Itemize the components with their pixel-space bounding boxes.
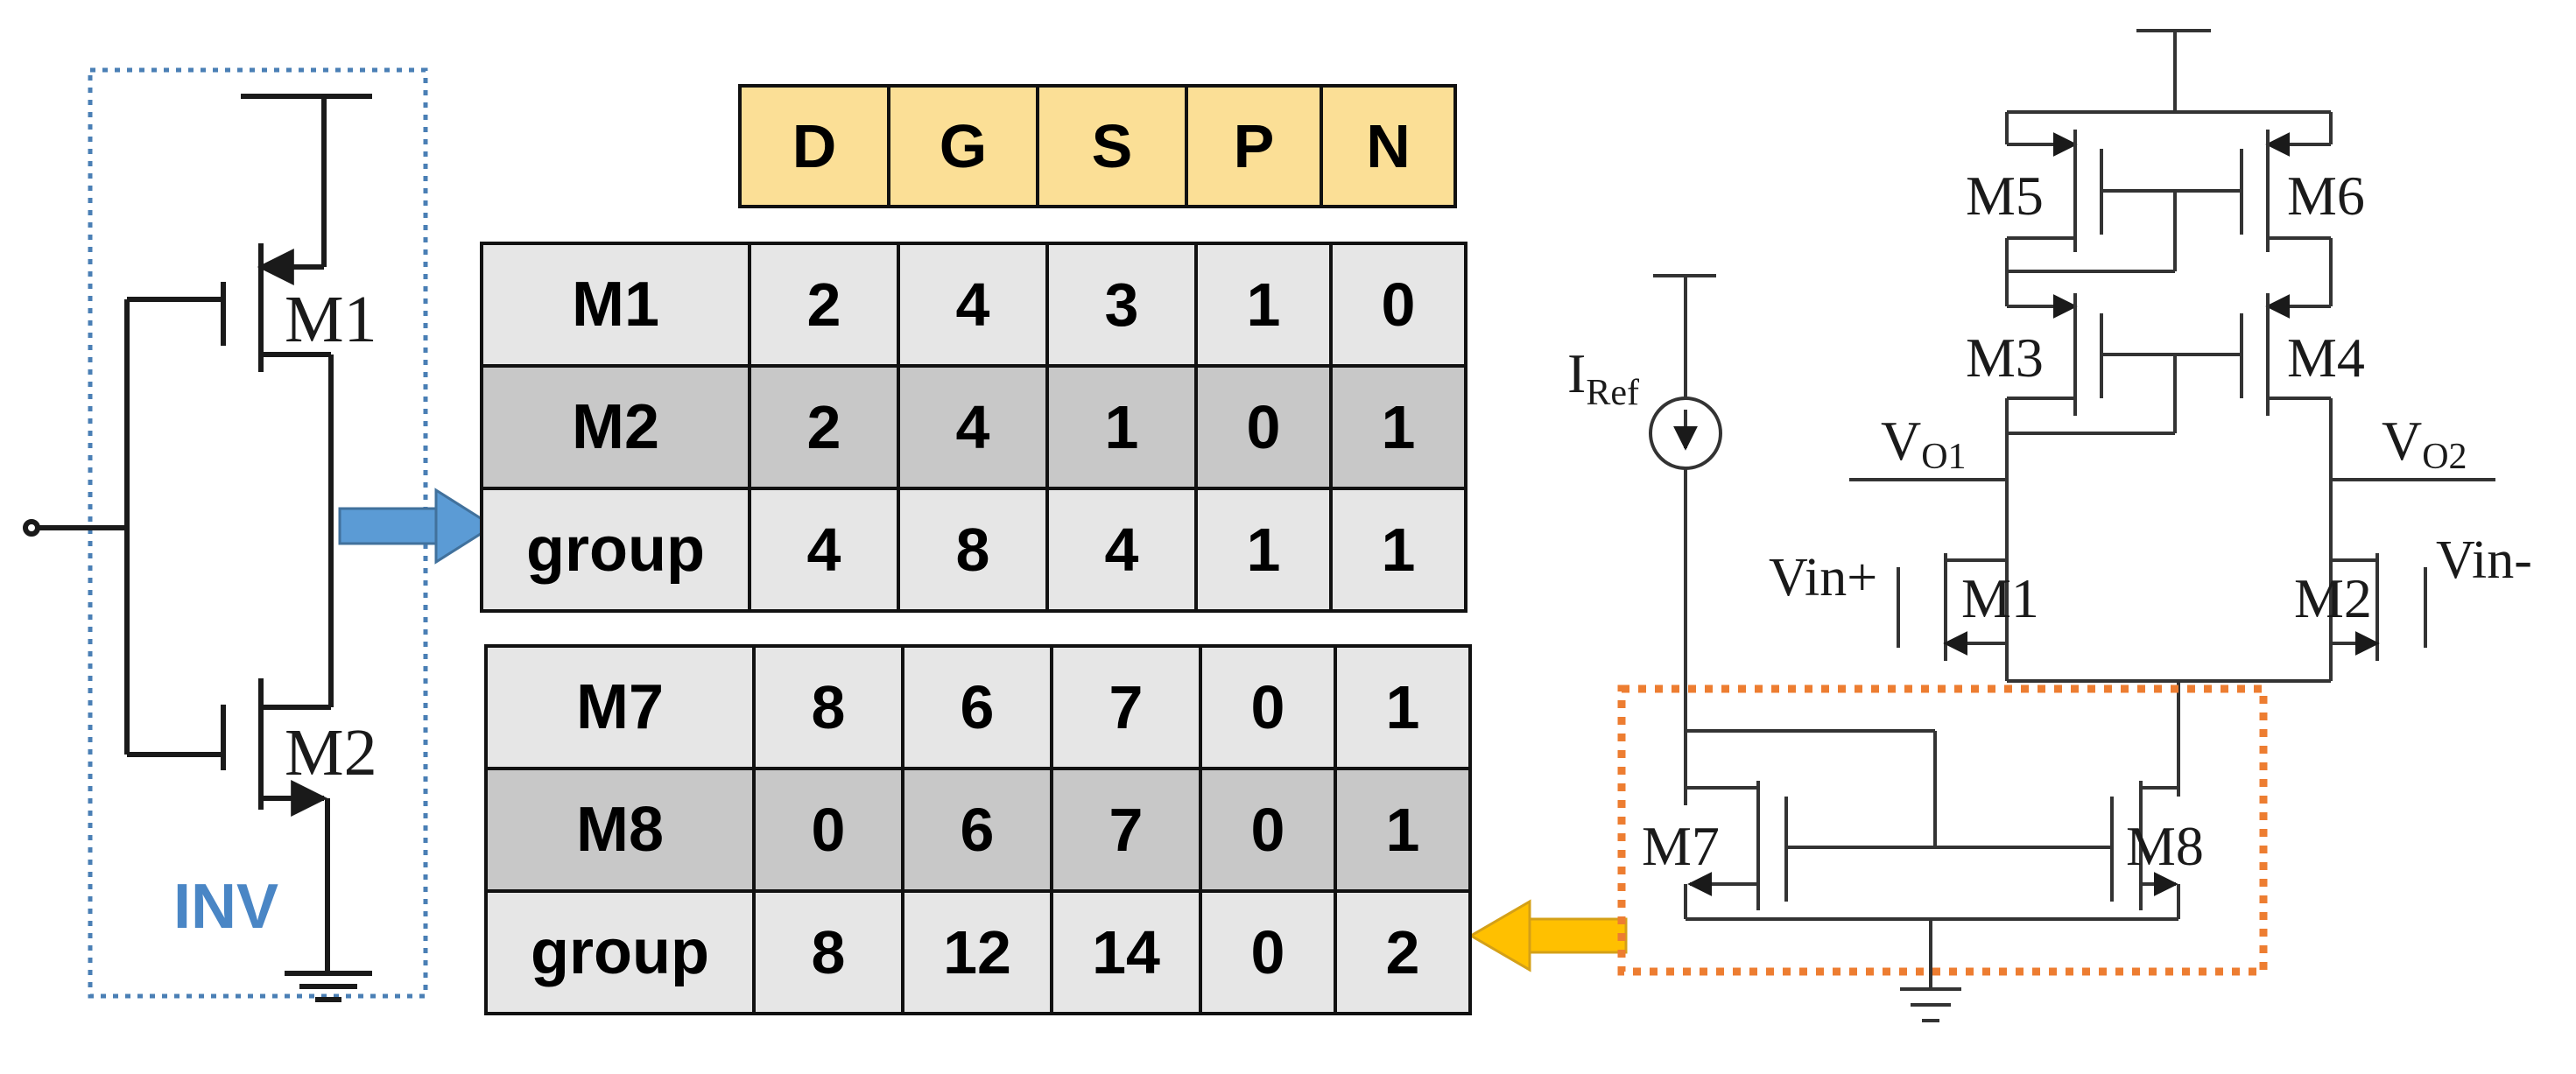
inv-pin-table: M1 2 4 3 1 0 M2 2 4 1 0 1 group 4 8 4 1 … xyxy=(480,242,1467,613)
column-header-table: D G S P N xyxy=(738,84,1457,208)
inv-m1-label: M1 xyxy=(285,283,377,356)
opamp-m5-label: M5 xyxy=(1966,165,2044,227)
opamp-schematic xyxy=(1617,29,2495,1022)
vo1-main: V xyxy=(1881,410,1921,472)
inv-label: INV xyxy=(173,872,278,942)
opamp-m8-label: M8 xyxy=(2126,815,2204,877)
header-row: D G S P N xyxy=(738,84,1457,208)
cell-n: 1 xyxy=(1334,767,1472,893)
header-cell-n: N xyxy=(1320,84,1457,208)
vo2-main: V xyxy=(2382,410,2422,472)
row-label: M1 xyxy=(480,242,751,368)
row-label: M7 xyxy=(484,644,756,770)
opamp-m1-label: M1 xyxy=(1961,567,2039,629)
opamp-m4-label: M4 xyxy=(2287,326,2365,389)
vin-plus-label: Vin+ xyxy=(1769,548,1877,607)
vo1-label: VO1 xyxy=(1881,410,1967,477)
cell-n: 2 xyxy=(1334,889,1472,1015)
cell-d: 2 xyxy=(748,242,900,368)
table-row: M8 0 6 7 0 1 xyxy=(484,767,1472,893)
cell-g: 6 xyxy=(901,644,1053,770)
cell-n: 1 xyxy=(1329,487,1467,613)
cell-g: 6 xyxy=(901,767,1053,893)
cell-s: 3 xyxy=(1045,242,1198,368)
table-row: group 4 8 4 1 1 xyxy=(480,487,1467,613)
cell-d: 0 xyxy=(752,767,904,893)
row-label: M2 xyxy=(480,364,751,490)
cell-p: 0 xyxy=(1194,364,1333,490)
row-label: group xyxy=(480,487,751,613)
blue-arrow-icon xyxy=(338,488,496,565)
opamp-m3-label: M3 xyxy=(1966,326,2044,389)
vo2-label: VO2 xyxy=(2382,410,2467,477)
current-mirror-dotted-box xyxy=(1617,684,2268,976)
header-cell-g: G xyxy=(887,84,1039,208)
row-label: group xyxy=(484,889,756,1015)
cell-d: 4 xyxy=(748,487,900,613)
cell-d: 8 xyxy=(752,889,904,1015)
cell-n: 1 xyxy=(1334,644,1472,770)
iref-label: IRef xyxy=(1567,342,1639,413)
cell-p: 0 xyxy=(1199,889,1337,1015)
opamp-m7-label: M7 xyxy=(1642,815,1720,877)
cell-g: 12 xyxy=(901,889,1053,1015)
cell-p: 0 xyxy=(1199,767,1337,893)
cell-d: 2 xyxy=(748,364,900,490)
cell-g: 4 xyxy=(897,364,1049,490)
cell-s: 7 xyxy=(1050,767,1202,893)
table-row: group 8 12 14 0 2 xyxy=(484,889,1472,1015)
mirror-pin-table: M7 8 6 7 0 1 M8 0 6 7 0 1 group 8 12 14 … xyxy=(484,644,1472,1015)
cell-s: 1 xyxy=(1045,364,1198,490)
cell-d: 8 xyxy=(752,644,904,770)
cell-p: 1 xyxy=(1194,487,1333,613)
cell-g: 8 xyxy=(897,487,1049,613)
inv-m2-label: M2 xyxy=(285,716,377,790)
vo2-sub: O2 xyxy=(2422,437,2467,477)
vo1-sub: O1 xyxy=(1921,437,1966,477)
table-row: M7 8 6 7 0 1 xyxy=(484,644,1472,770)
opamp-m6-label: M6 xyxy=(2287,165,2365,227)
iref-main: I xyxy=(1567,342,1586,404)
cell-p: 1 xyxy=(1194,242,1333,368)
row-label: M8 xyxy=(484,767,756,893)
cell-n: 1 xyxy=(1329,364,1467,490)
opamp-m2-label: M2 xyxy=(2294,567,2372,629)
header-cell-s: S xyxy=(1036,84,1188,208)
cell-s: 7 xyxy=(1050,644,1202,770)
cell-s: 14 xyxy=(1050,889,1202,1015)
cell-g: 4 xyxy=(897,242,1049,368)
cell-s: 4 xyxy=(1045,487,1198,613)
header-cell-p: P xyxy=(1185,84,1323,208)
table-row: M2 2 4 1 0 1 xyxy=(480,364,1467,490)
cell-n: 0 xyxy=(1329,242,1467,368)
cell-p: 0 xyxy=(1199,644,1337,770)
table-row: M1 2 4 3 1 0 xyxy=(480,242,1467,368)
iref-sub: Ref xyxy=(1586,373,1639,413)
yellow-arrow-icon xyxy=(1468,899,1628,972)
vin-minus-label: Vin- xyxy=(2436,530,2532,590)
header-cell-d: D xyxy=(738,84,890,208)
